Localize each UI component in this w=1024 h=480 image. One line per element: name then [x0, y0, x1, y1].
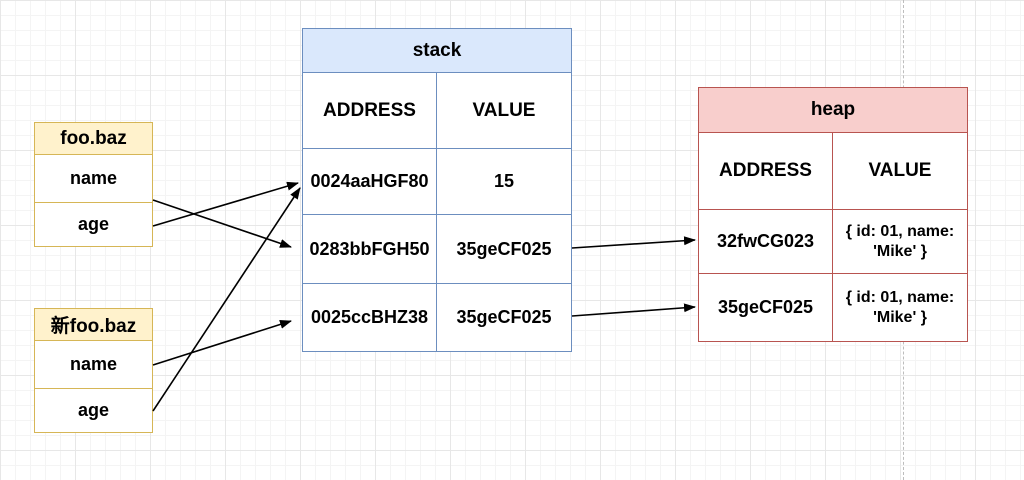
stack-table-title[interactable]: stack	[303, 29, 571, 73]
object-field-foo-baz-age[interactable]: age	[35, 202, 152, 246]
connector-foo-baz-age-to-stack-0024aaHGF80[interactable]	[152, 181, 299, 227]
connector-foo-baz-name-to-stack-0283bbFGH50[interactable]	[152, 199, 292, 248]
object-box-new-foo-baz[interactable]: 新foo.baz name age	[34, 308, 153, 433]
stack-row-3-value[interactable]: 35geCF025	[456, 307, 552, 327]
heap-col-value: VALUE	[868, 160, 932, 181]
stack-col-address: ADDRESS	[303, 73, 437, 148]
object-box-foo-baz[interactable]: foo.baz name age	[34, 122, 153, 247]
stack-col-value: VALUE	[472, 99, 536, 121]
stack-row-1-address[interactable]: 0024aaHGF80	[303, 149, 437, 214]
heap-row-1-address[interactable]: 32fwCG023	[699, 210, 833, 273]
stack-table[interactable]: stack ADDRESS VALUE 0024aaHGF80 15 0283b…	[302, 28, 572, 352]
stack-row-2[interactable]: 0283bbFGH50 35geCF025	[303, 214, 571, 283]
heap-table[interactable]: heap ADDRESS VALUE 32fwCG023 { id: 01, n…	[698, 87, 968, 342]
object-field-foo-baz-name[interactable]: name	[69, 168, 118, 188]
heap-header-row: ADDRESS VALUE	[699, 133, 967, 209]
stack-header-row: ADDRESS VALUE	[303, 73, 571, 148]
heap-row-1[interactable]: 32fwCG023 { id: 01, name: 'Mike' }	[699, 209, 967, 273]
stack-row-3-address[interactable]: 0025ccBHZ38	[303, 284, 437, 351]
stack-row-1[interactable]: 0024aaHGF80 15	[303, 148, 571, 214]
stack-row-2-value[interactable]: 35geCF025	[456, 238, 552, 259]
stack-row-1-value[interactable]: 15	[493, 171, 515, 191]
heap-row-1-value[interactable]: { id: 01, name: 'Mike' }	[845, 222, 955, 260]
connector-stack-0283bbFGH50-to-heap-32fwCG023[interactable]	[571, 236, 696, 249]
object-field-new-foo-baz-name[interactable]: name	[69, 354, 118, 374]
object-field-new-foo-baz-age[interactable]: age	[35, 388, 152, 432]
heap-table-title[interactable]: heap	[699, 88, 967, 133]
heap-row-2-value[interactable]: { id: 01, name: 'Mike' }	[845, 288, 955, 326]
heap-row-2-address[interactable]: 35geCF025	[699, 274, 833, 341]
connector-new-foo-baz-age-to-stack-0024aaHGF80[interactable]	[152, 187, 301, 412]
heap-row-2[interactable]: 35geCF025 { id: 01, name: 'Mike' }	[699, 273, 967, 341]
stack-row-3[interactable]: 0025ccBHZ38 35geCF025	[303, 283, 571, 351]
object-box-foo-baz-title[interactable]: foo.baz	[35, 123, 152, 155]
stack-row-2-address[interactable]: 0283bbFGH50	[303, 215, 437, 283]
heap-col-address: ADDRESS	[699, 133, 833, 209]
connector-new-foo-baz-name-to-stack-0025ccBHZ38[interactable]	[152, 320, 292, 366]
object-box-new-foo-baz-title[interactable]: 新foo.baz	[35, 309, 152, 341]
connector-stack-0025ccBHZ38-to-heap-35geCF025[interactable]	[571, 303, 696, 317]
